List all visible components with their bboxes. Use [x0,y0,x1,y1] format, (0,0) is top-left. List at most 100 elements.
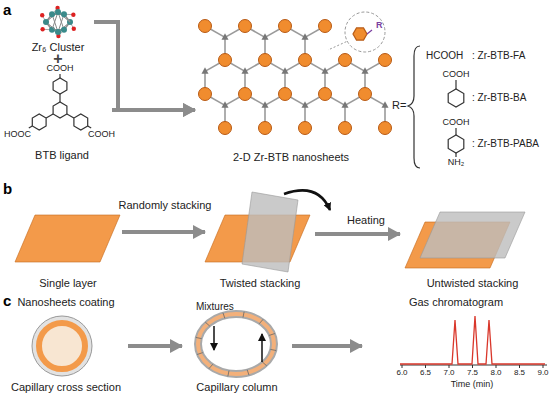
figure-part: Nanosheets coatingCapillary cross sectio… [4,296,128,394]
text-label: R [376,20,383,30]
process-arrow [94,22,195,110]
text-label: 7.5 [467,368,478,377]
axis-tick [543,365,544,368]
linker-core [222,101,229,108]
coil-mark [205,322,209,326]
benzene-ring [53,78,67,94]
text-label: Mixtures [196,301,234,313]
coil-mark [259,319,263,323]
part-caption: Capillary cross section [11,381,121,394]
coil-mark [243,312,244,318]
oxygen-atom [40,27,44,31]
benzene-ring [448,135,464,153]
panel-letter: a [3,1,11,18]
linker-core [382,101,389,108]
coil-mark [228,370,229,376]
coil-mark [196,337,202,338]
figure-part: Gas chromatogram [362,296,550,392]
part-caption: Gas chromatogram [409,296,503,309]
axis-tick [472,365,473,368]
rotation-arrow [284,190,330,210]
text-label: 8.5 [514,368,525,377]
coil-mark [223,313,225,319]
zr-cluster [259,54,272,67]
zr-cluster [219,54,232,67]
zr-cluster [299,122,312,135]
text-label: : Zr-BTB-PABA [472,138,539,150]
benzene-ring [53,102,67,118]
linker-core [202,67,209,74]
figure-part: Twisted stacking [205,186,315,290]
figure-part: Zr₆ Cluster [22,4,94,54]
text-label: 6.0 [396,368,407,377]
nanosheet-coating [39,323,85,369]
text-label: COOH [443,117,470,127]
text-label: 8.0 [490,368,501,377]
text-label: NH₂ [448,157,465,167]
process-arrow [292,344,362,348]
text-label: Time (min) [451,379,494,389]
figure-part: Capillary column [182,298,292,394]
part-caption: Zr₆ Cluster [32,41,85,54]
text-label: COOH [47,63,74,73]
figure-part: Untwisted stacking [400,200,545,290]
zr-cluster [339,122,352,135]
text-label: HCOOH [426,50,463,62]
zirconium-atom [49,11,55,17]
zr-cluster [219,122,232,135]
linker-core [342,101,349,108]
process-arrow [128,344,182,348]
bond [455,80,456,89]
linker-core [302,33,309,40]
linker-core [262,101,269,108]
process-arrow [112,108,195,112]
zr-cluster [379,122,392,135]
text-label: COOH [88,129,115,139]
text-label: COOH [443,69,470,79]
panel-letter: b [3,180,12,197]
nanosheet-layer [420,212,525,258]
part-caption: Untwisted stacking [427,277,519,290]
figure-part: 2-D Zr-BTB nanosheets [195,12,387,164]
part-caption: Nanosheets coating [17,296,114,309]
axis-tick [402,365,403,368]
arrow-label: Heating [346,214,386,227]
chromatogram-trace [400,316,545,364]
zr-cluster [319,88,332,101]
zirconium-atom [61,11,67,17]
benzene-ring [32,114,46,130]
process-arrow [315,232,400,236]
bond [29,126,32,128]
figure-part: BTB ligand [12,64,112,162]
benzene-ring [74,114,88,130]
part-caption: Single layer [39,277,96,290]
linker-core [222,33,229,40]
coil-mark [262,362,266,366]
zr-cluster [279,20,292,33]
part-caption: Twisted stacking [220,277,301,290]
bond [455,153,456,157]
axis-tick [519,365,520,368]
linker-core [282,67,289,74]
linker-core [362,67,369,74]
zr-cluster [339,54,352,67]
arrow-label: Randomly stacking [118,199,213,212]
part-caption: 2-D Zr-BTB nanosheets [233,151,349,164]
zr-cluster [239,20,252,33]
zr-cluster [239,88,252,101]
linker-core [242,67,249,74]
axis-tick [449,365,450,368]
bond [67,114,74,118]
figure-part: Single layer [14,200,122,290]
nanosheet-layer [15,215,120,262]
part-caption: BTB ligand [35,149,89,162]
zirconium-atom [55,9,61,15]
capillary-coil [198,314,274,374]
text-label: HOOC [4,129,31,139]
modulator-bond [367,30,372,34]
zr-cluster [199,88,212,101]
bond [46,114,53,118]
benzene-ring [448,89,464,107]
